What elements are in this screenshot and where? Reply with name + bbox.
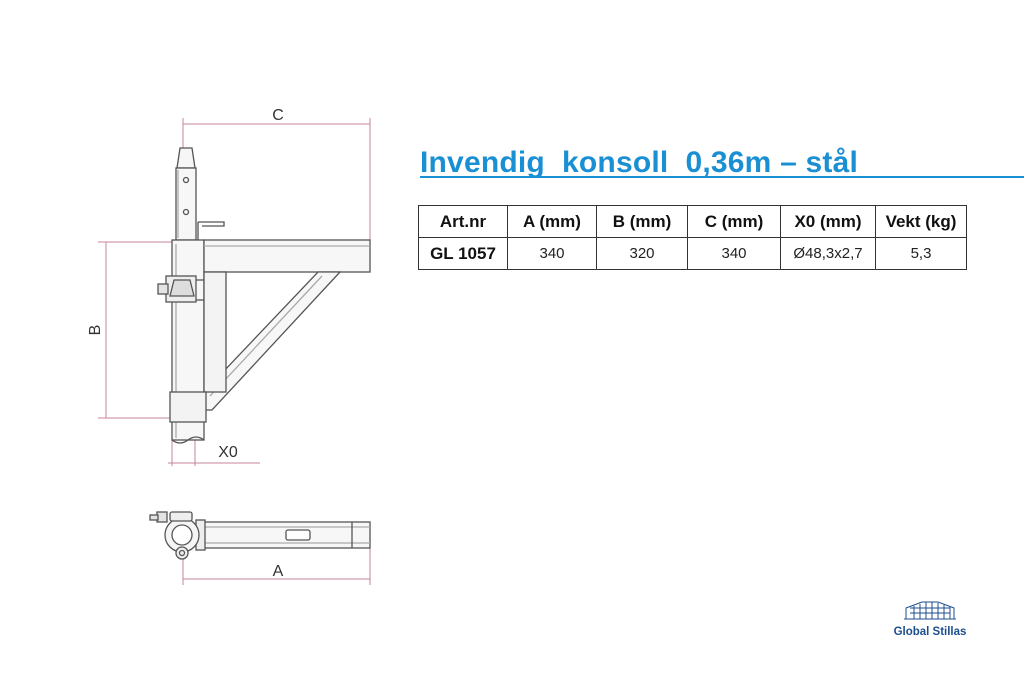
cell-c: 340 bbox=[687, 237, 781, 270]
cell-vekt: 5,3 bbox=[875, 237, 967, 270]
cell-x0: Ø48,3x2,7 bbox=[780, 237, 876, 270]
company-logo: Global Stillas bbox=[884, 600, 976, 638]
bracket-top-view bbox=[149, 511, 371, 560]
page-title: Invendig konsoll 0,36m – stål bbox=[420, 146, 859, 179]
bracket-side-view bbox=[157, 147, 371, 444]
dimension-a-label: A bbox=[273, 563, 284, 580]
cell-b: 320 bbox=[596, 237, 688, 270]
header-c: C (mm) bbox=[687, 205, 781, 238]
header-vekt: Vekt (kg) bbox=[875, 205, 967, 238]
header-art-nr: Art.nr bbox=[418, 205, 508, 238]
building-icon bbox=[904, 601, 956, 620]
cell-a: 340 bbox=[507, 237, 597, 270]
logo-text: Global Stillas bbox=[893, 626, 967, 638]
spec-table: Art.nr A (mm) B (mm) C (mm) X0 (mm) Vekt… bbox=[418, 205, 967, 270]
spec-table-header-row: Art.nr A (mm) B (mm) C (mm) X0 (mm) Vekt… bbox=[418, 205, 967, 238]
title-underline bbox=[420, 176, 1024, 178]
header-b: B (mm) bbox=[596, 205, 688, 238]
cell-art-nr: GL 1057 bbox=[418, 237, 508, 270]
header-x0: X0 (mm) bbox=[780, 205, 876, 238]
dimension-c-label: C bbox=[272, 107, 284, 124]
table-row: GL 1057 340 320 340 Ø48,3x2,7 5,3 bbox=[418, 237, 967, 270]
dimension-b-label: B bbox=[87, 325, 104, 336]
dimension-x0-label: X0 bbox=[218, 444, 238, 461]
dimension-c bbox=[182, 118, 371, 240]
header-a: A (mm) bbox=[507, 205, 597, 238]
